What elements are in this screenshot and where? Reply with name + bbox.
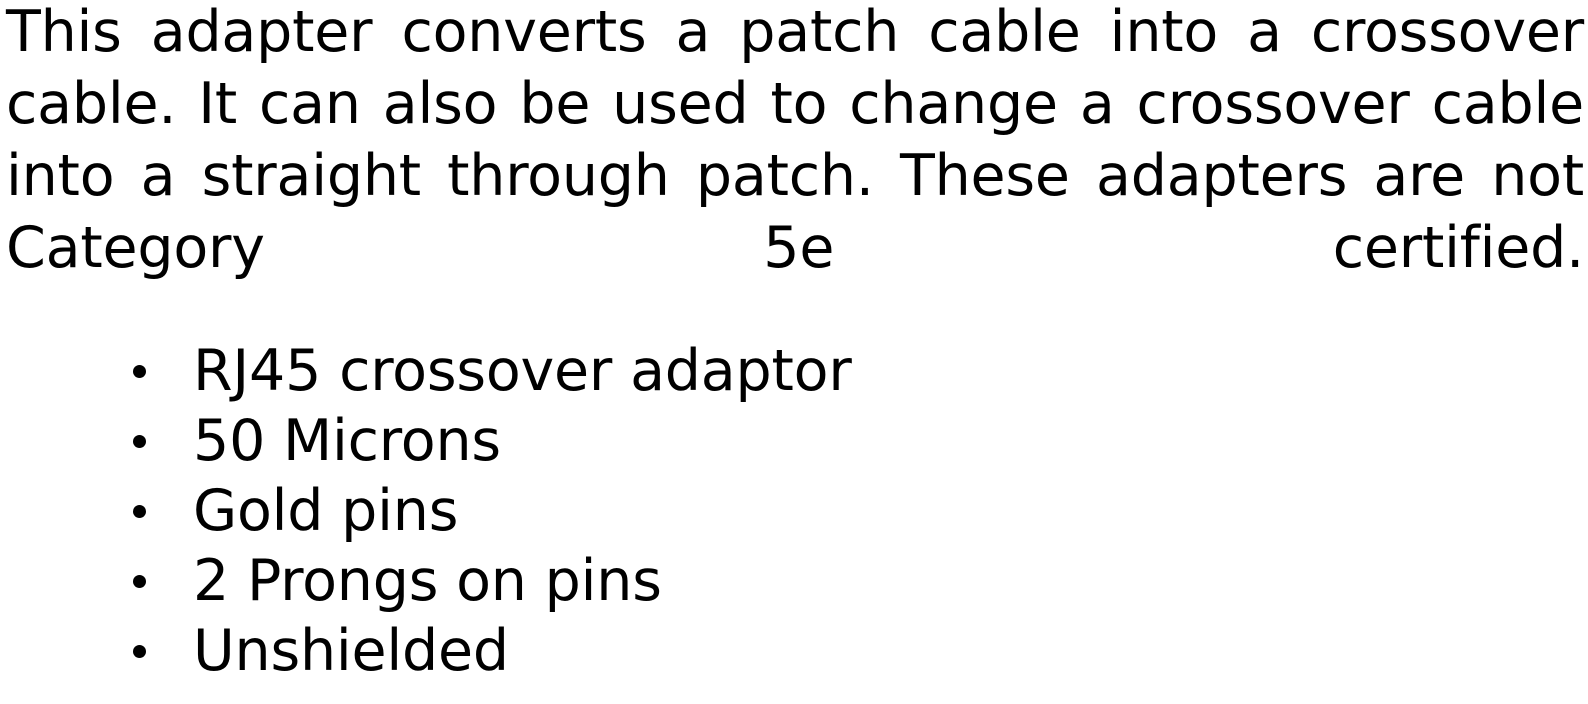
feature-label: 2 Prongs on pins — [193, 548, 662, 614]
product-description-paragraph: This adapter converts a patch cable into… — [6, 0, 1584, 281]
bullet-icon — [133, 435, 146, 448]
feature-label: Unshielded — [193, 618, 509, 684]
list-item: RJ45 crossover adaptor — [0, 336, 1588, 406]
bullet-icon — [133, 575, 146, 588]
list-item: 2 Prongs on pins — [0, 546, 1588, 616]
feature-label: 50 Microns — [193, 408, 501, 474]
list-item: 50 Microns — [0, 406, 1588, 476]
feature-label: Gold pins — [193, 478, 459, 544]
bullet-icon — [133, 365, 146, 378]
product-feature-list: RJ45 crossover adaptor 50 Microns Gold p… — [0, 336, 1588, 686]
bullet-icon — [133, 645, 146, 658]
list-item: Gold pins — [0, 476, 1588, 546]
list-item: Unshielded — [0, 616, 1588, 686]
feature-label: RJ45 crossover adaptor — [193, 338, 852, 404]
bullet-icon — [133, 505, 146, 518]
